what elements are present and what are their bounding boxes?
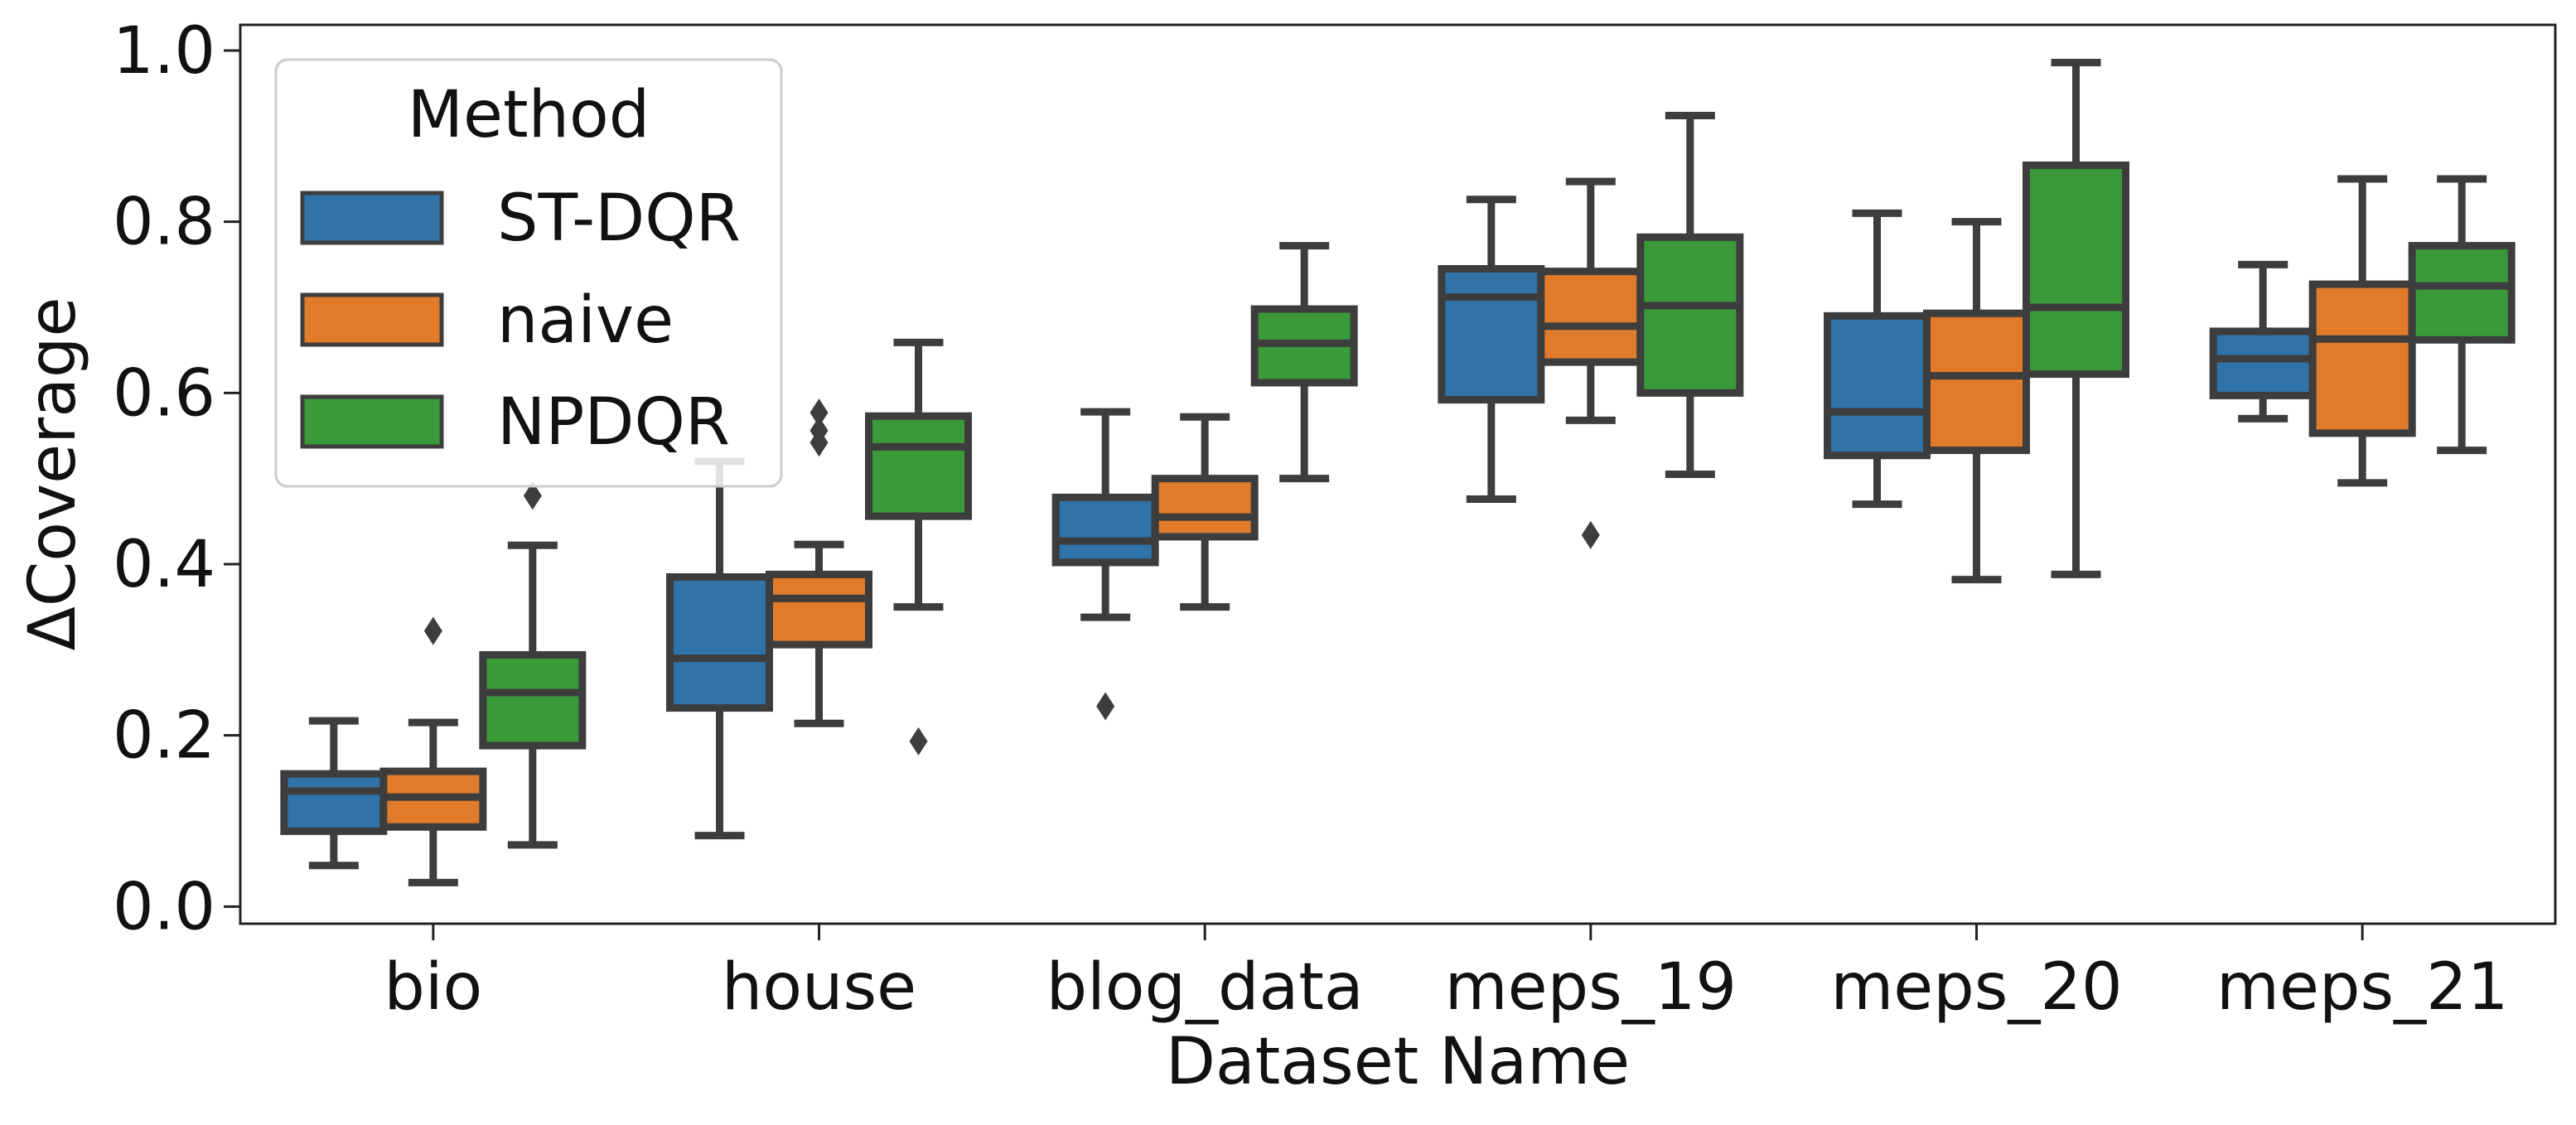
- box: [280, 770, 388, 835]
- box: [1151, 475, 1259, 541]
- box: [2209, 327, 2317, 399]
- outlier-point: [1096, 692, 1115, 721]
- y-tick-label: 0.4: [113, 528, 215, 602]
- y-tick-label: 0.0: [113, 870, 215, 944]
- outlier-point: [1581, 520, 1600, 549]
- box: [865, 412, 972, 520]
- box: [1923, 309, 2030, 455]
- legend-swatch: [300, 292, 444, 347]
- series-naive: [379, 175, 2416, 886]
- box: [1051, 493, 1159, 567]
- legend-frame: [274, 58, 783, 488]
- y-axis-label: ΔCoverage: [16, 297, 90, 650]
- x-tick-label: meps_20: [1830, 950, 2122, 1025]
- outlier-point: [909, 727, 928, 756]
- box: [1438, 265, 1545, 404]
- box: [1537, 268, 1645, 366]
- legend-label: ST-DQR: [497, 181, 741, 256]
- x-tick-label: house: [722, 950, 916, 1025]
- box: [1824, 311, 1931, 460]
- legend-title: Method: [408, 78, 650, 152]
- box: [666, 573, 773, 712]
- outlier-point: [523, 481, 542, 510]
- legend-label: naive: [497, 283, 674, 358]
- outlier-point: [810, 398, 829, 427]
- x-tick-label: meps_21: [2216, 950, 2508, 1025]
- box: [2308, 280, 2416, 437]
- series-ST-DQR: [280, 196, 2317, 870]
- x-tick-label: bio: [384, 950, 482, 1025]
- y-axis: 0.0 0.2 0.4 0.6 0.8 1.0: [113, 14, 240, 944]
- box: [766, 570, 872, 649]
- plot-frame: [239, 23, 2557, 925]
- y-tick-label: 0.8: [113, 186, 215, 260]
- legend-swatch: [300, 394, 444, 449]
- x-axis: bio house blog_data meps_19 meps_20 meps_21: [384, 924, 2508, 1025]
- legend-label: NPDQR: [497, 385, 730, 460]
- box: [2023, 161, 2129, 379]
- box: [2408, 242, 2516, 344]
- x-tick-label: blog_data: [1046, 950, 1364, 1025]
- outlier-point: [423, 616, 442, 645]
- box: [1636, 233, 1744, 397]
- y-tick-label: 0.2: [113, 699, 215, 774]
- series-NPDQR: [479, 58, 2516, 849]
- box: [479, 651, 587, 750]
- outlier-point: [810, 416, 829, 445]
- x-axis-label: Dataset Name: [1166, 1025, 1630, 1099]
- y-tick-label: 1.0: [113, 14, 215, 89]
- plot-marks: [280, 58, 2516, 886]
- x-tick-label: meps_19: [1445, 950, 1737, 1025]
- legend-swatch: [300, 191, 444, 245]
- y-tick-label: 0.6: [113, 356, 215, 431]
